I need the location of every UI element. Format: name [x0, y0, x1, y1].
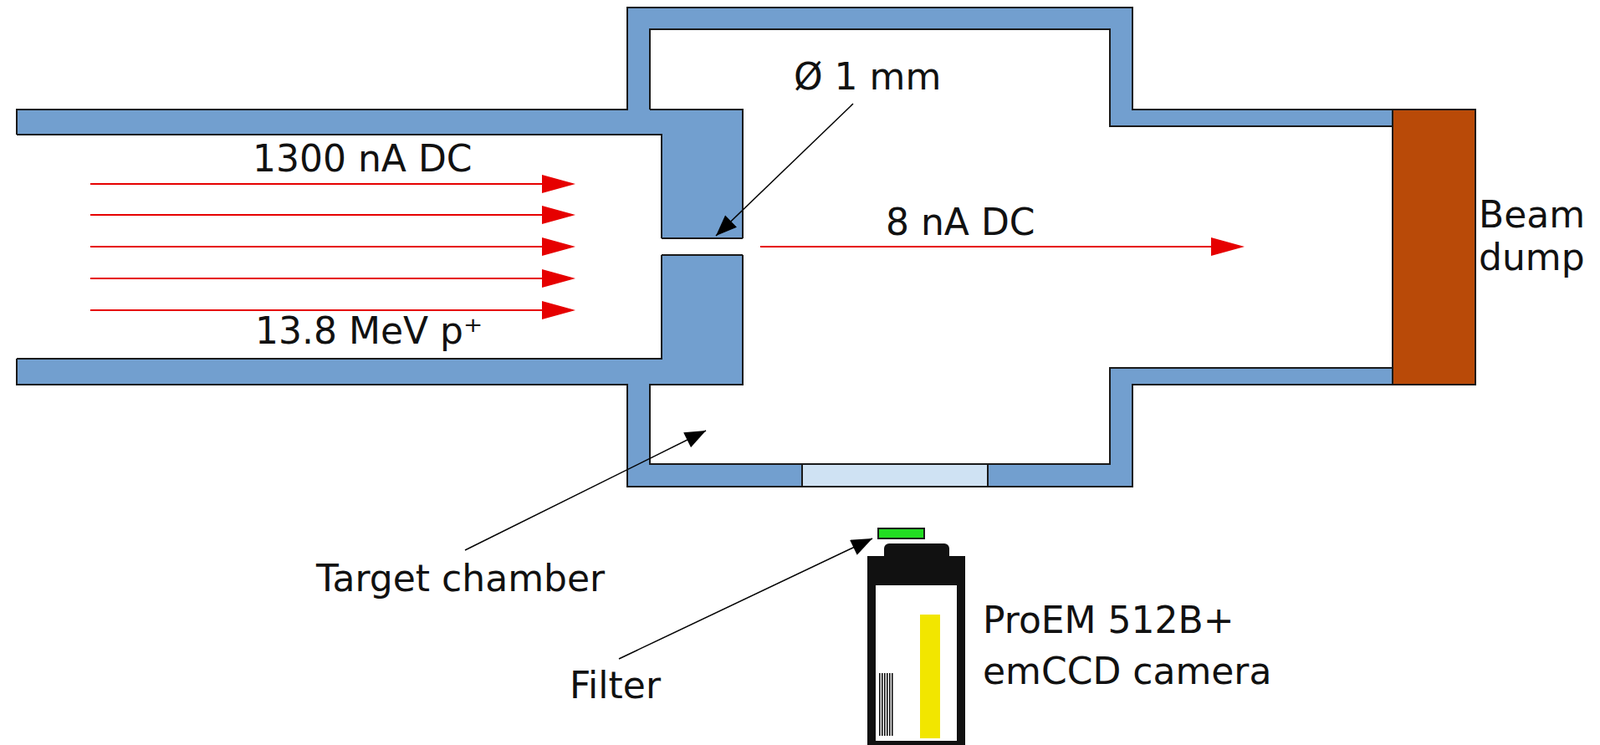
beamline-wall — [16, 7, 1393, 487]
dimension-label: Ø 1 mm — [793, 56, 941, 98]
filter — [878, 528, 925, 539]
part-label: Beam dump — [1478, 194, 1595, 279]
barcode-bar — [884, 673, 886, 737]
viewport-window — [802, 464, 988, 487]
beam-current-label: 8 nA DC — [885, 202, 1036, 243]
part-label: Filter — [569, 665, 661, 706]
barcode-bar — [891, 673, 894, 737]
barcode-bar — [886, 673, 889, 737]
camera-body — [867, 556, 966, 745]
barcode-bar — [889, 673, 891, 737]
proton-beam — [90, 184, 1213, 311]
barcode-bar — [881, 673, 884, 737]
pipe-interior — [16, 134, 662, 359]
part-label: Target chamber — [316, 558, 605, 599]
camera-barcode — [879, 673, 894, 737]
beam-energy-label: 13.8 MeV p⁺ — [255, 311, 483, 352]
beam-current-label: 1300 nA DC — [252, 138, 473, 179]
part-label: ProEM 512B+ emCCD camera — [982, 595, 1343, 697]
camera-stripe — [920, 614, 941, 739]
barcode-bar — [879, 673, 881, 737]
beam-arrowheads — [541, 174, 1245, 320]
beam-dump-block — [1392, 109, 1476, 385]
aperture-hole — [661, 238, 743, 256]
camera-panel — [875, 585, 957, 742]
wall-outlines — [16, 7, 1393, 487]
chamber-interior — [649, 29, 1393, 465]
